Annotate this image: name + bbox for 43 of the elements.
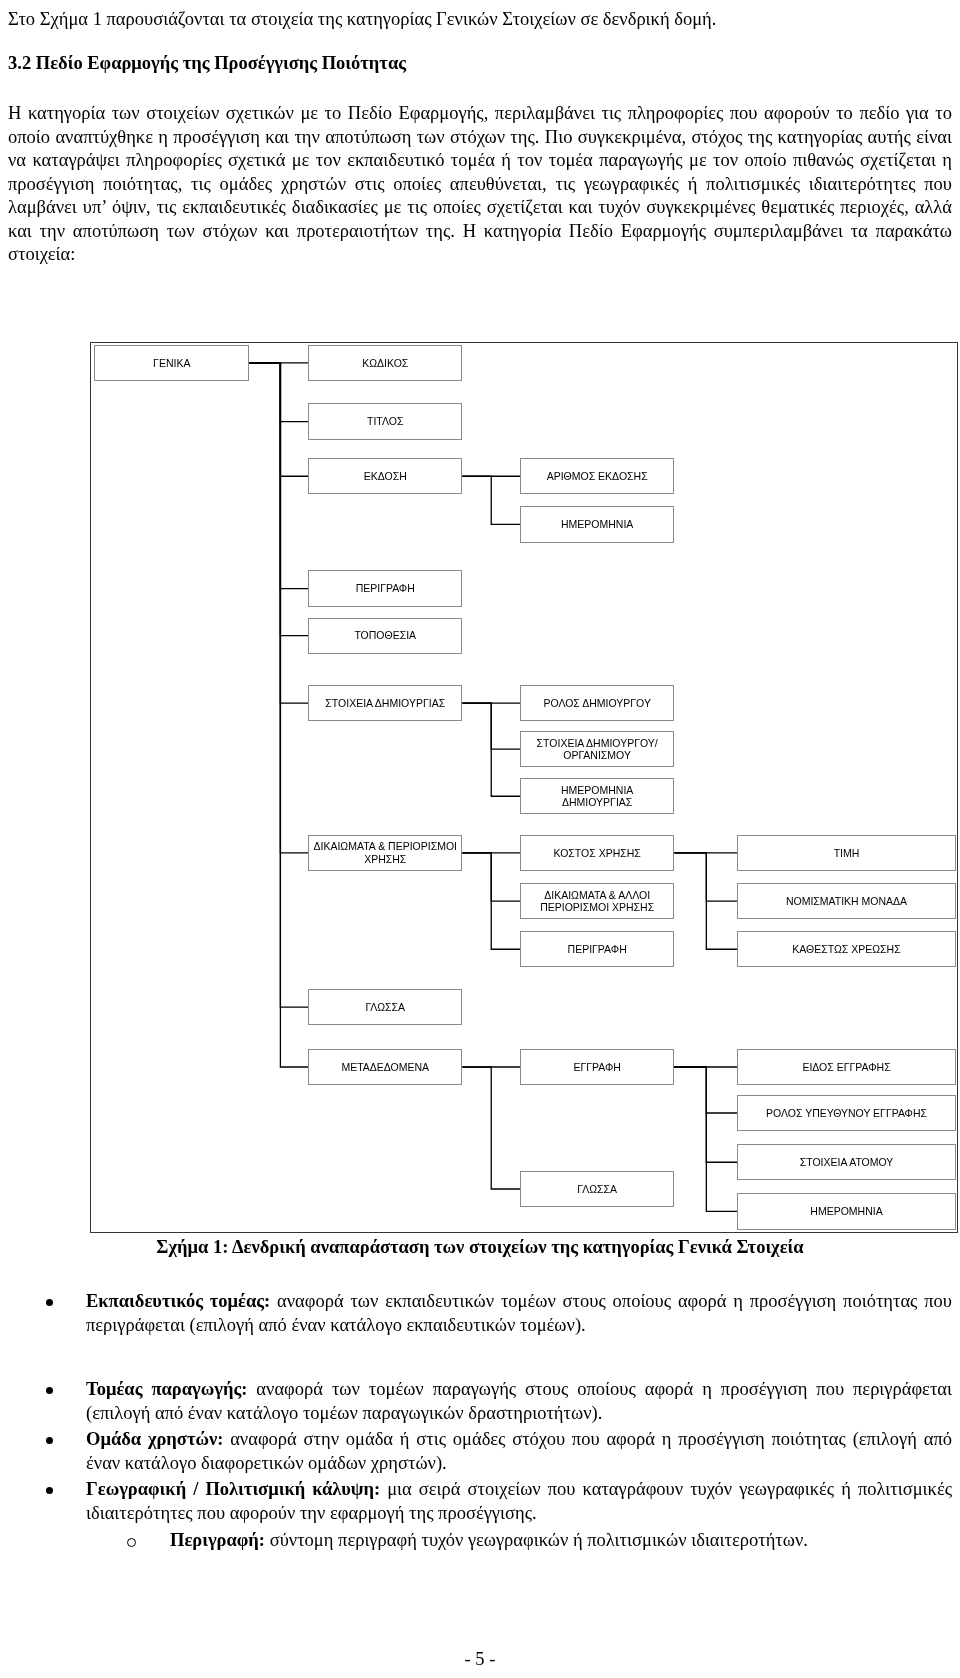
tree-box: ΗΜΕΡΟΜΗΝΙΑ [520, 506, 675, 543]
bullet-text: Τομέας παραγωγής: αναφορά των τομέων παραγωγής στους οποίους αφορά η προσέγγιση που περιγράφεται (επιλογή από έναν κατάλογο τομέων παραγωγικών δραστηριοτήτων). [86, 1378, 952, 1425]
paragraph: Η κατηγορία των στοιχείων σχετικών με το Πεδίο Εφαρμογής, περιλαμβάνει τις πληροφορίες που αφορούν το πεδίο για το οποίο αναπτύχθηκε η προσέγγιση και την αποτύπωση των στόχων της. Πιο συγκεκριμένα, στόχος της κατηγορίας αυτής είναι να καταγράψει πληροφορίες σχετικά με τον εκπαιδευτικό τομέα ή τον τομέα παραγωγής με τον οποίο πιθανώς σχετίζεται η προσέγγιση ποιότητας, τις ομάδες χρηστών στις οποίες απευθύνεται, τις γεωγραφικές ή πολιτισμικές ιδιαιτερότητες που λαμβάνει υπ’ όψιν, τις εκπαιδευτικές διαδικασίες με τις οποίες σχετίζεται και τυχόν συγκεκριμένες θεματικές περιοχές, αλλά και την αποτύπωση των στόχων και προτεραιοτήτων της. Η κατηγορία Πεδίο Εφαρμογής συμπεριλαμβάνει τα παρακάτω στοιχεία: [8, 102, 952, 266]
tree-box: ΔΙΚΑΙΩΜΑΤΑ & ΠΕΡΙΟΡΙΣΜΟΙ ΧΡΗΣΗΣ [308, 834, 463, 872]
tree-box: ΣΤΟΙΧΕΙΑ ΔΗΜΙΟΥΡΓΟΥ/ ΟΡΓΑΝΙΣΜΟΥ [520, 730, 675, 768]
sentence: Στο Σχήμα 1 παρουσιάζονται τα στοιχεία της κατηγορίας Γενικών Στοιχείων σε δενδρική δομή. [8, 8, 717, 31]
tree-box: ΤΙΜΗ [737, 834, 956, 872]
tree-box: ΝΟΜΙΣΜΑΤΙΚΗ ΜΟΝΑΔΑ [737, 882, 956, 920]
tree-box: ΓΛΩΣΣΑ [308, 988, 463, 1026]
bullet-text: Γεωγραφική / Πολιτισμική κάλυψη: μια σειρά στοιχείων που καταγράφουν τυχόν γεωγραφικές ή πολιτισμικές ιδιαιτερότητες που αφορούν την εφαρμογή της προσέγγισης. [86, 1478, 952, 1525]
tree-box: ΕΓΓΡΑΦΗ [520, 1048, 675, 1086]
connector-line [461, 852, 521, 950]
tree-box: ΤΟΠΟΘΕΣΙΑ [308, 617, 463, 654]
tree-box: ΑΡΙΘΜΟΣ ΕΚΔΟΣΗΣ [520, 458, 675, 495]
connector-line [673, 852, 738, 950]
sub-bullet-text: Περιγραφή: σύντομη περιγραφή τυχόν γεωγραφικών ή πολιτισμικών ιδιαιτεροτήτων. [170, 1529, 809, 1552]
connector-line [461, 475, 521, 526]
connector-line [461, 702, 521, 797]
tree-box: ΗΜΕΡΟΜΗΝΙΑ ΔΗΜΙΟΥΡΓΙΑΣ [520, 778, 675, 815]
tree-box: ΤΙΤΛΟΣ [308, 403, 463, 440]
figure-caption: Σχήμα 1: Δενδρική αναπαράσταση των στοιχείων της κατηγορίας Γενικά Στοιχεία [155, 1236, 805, 1259]
tree-box: ΚΟΣΤΟΣ ΧΡΗΣΗΣ [520, 834, 675, 872]
tree-box: ΡΟΛΟΣ ΥΠΕΥΘΥΝΟΥ ΕΓΓΡΑΦΗΣ [737, 1094, 956, 1132]
bullet-text: Εκπαιδευτικός τομέας: αναφορά των εκπαιδευτικών τομέων στους οποίους αφορά η προσέγγιση ποιότητας που περιγράφεται (επιλογή από έναν κατάλογο εκπαιδευτικών τομέων). [86, 1290, 952, 1337]
section-heading: 3.2 Πεδίο Εφαρμογής της Προσέγγισης Ποιότητας [8, 52, 407, 75]
tree-box: ΠΕΡΙΓΡΑΦΗ [308, 570, 463, 607]
tree-box: ΓΕΝΙΚΑ [94, 344, 250, 381]
connector-line [461, 1066, 521, 1190]
tree-box: ΚΑΘΕΣΤΩΣ ΧΡΕΩΣΗΣ [737, 931, 956, 968]
tree-box: ΔΙΚΑΙΩΜΑΤΑ & ΑΛΛΟΙ ΠΕΡΙΟΡΙΣΜΟΙ ΧΡΗΣΗΣ [520, 882, 675, 920]
tree-box: ΕΙΔΟΣ ΕΓΓΡΑΦΗΣ [737, 1048, 956, 1086]
tree-box: ΓΛΩΣΣΑ [520, 1170, 675, 1208]
tree-box: ΡΟΛΟΣ ΔΗΜΙΟΥΡΓΟΥ [520, 684, 675, 722]
tree-box: ΜΕΤΑΔΕΔΟΜΕΝΑ [308, 1048, 463, 1086]
tree-box: ΣΤΟΙΧΕΙΑ ΑΤΟΜΟΥ [737, 1144, 956, 1181]
tree-box: ΕΚΔΟΣΗ [308, 458, 463, 495]
tree-box: ΗΜΕΡΟΜΗΝΙΑ [737, 1193, 956, 1230]
bullet-text: Ομάδα χρηστών: αναφορά στην ομάδα ή στις ομάδες στόχου που αφορά η προσέγγιση ποιότητας (επιλογή από έναν κατάλογο διαφορετικών ομάδων χρηστών). [86, 1428, 952, 1475]
tree-box: ΚΩΔΙΚΟΣ [308, 344, 463, 381]
tree-box: ΣΤΟΙΧΕΙΑ ΔΗΜΙΟΥΡΓΙΑΣ [308, 684, 463, 722]
page-number: - 5 - [463, 1648, 497, 1671]
connector-line [673, 1066, 738, 1213]
tree-box: ΠΕΡΙΓΡΑΦΗ [520, 931, 675, 968]
